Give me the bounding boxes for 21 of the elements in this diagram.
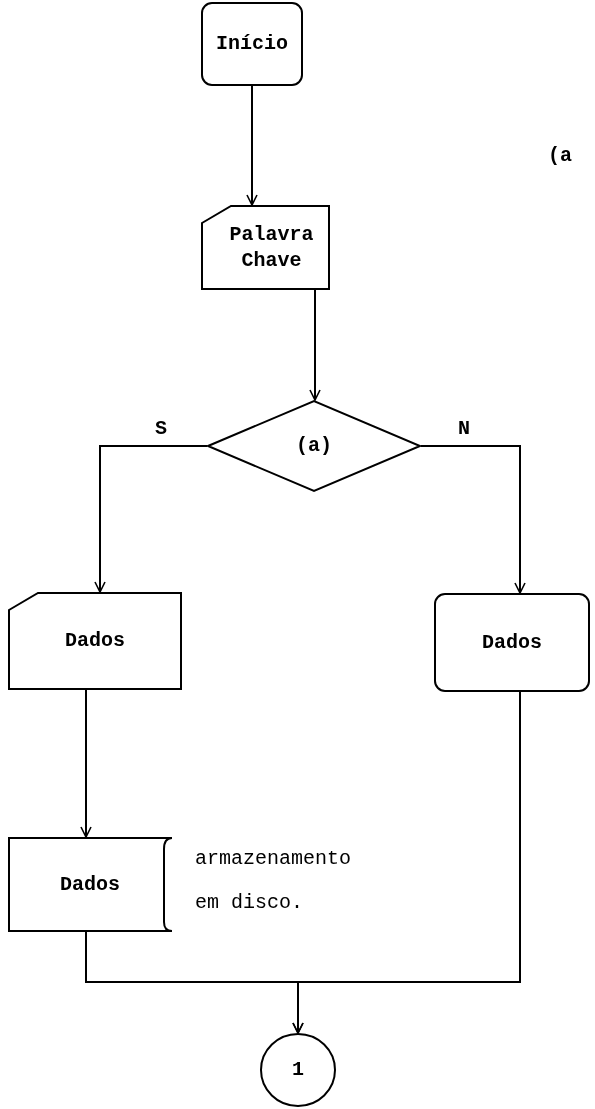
node-label: 1	[292, 1057, 304, 1083]
connector-circle	[260, 1033, 336, 1107]
arrow	[309, 289, 321, 401]
decision-diamond	[207, 400, 421, 492]
arrow	[246, 85, 258, 206]
annotation-text: armazenamento em disco.	[195, 846, 353, 916]
node-label: Início	[216, 31, 288, 57]
input-card	[201, 205, 330, 290]
arrow	[94, 445, 208, 593]
node-label: Dados	[482, 629, 542, 656]
node-label: Palavra Chave	[228, 221, 315, 274]
input-card	[8, 592, 182, 690]
node-label: Dados	[60, 871, 120, 898]
terminal-box	[434, 593, 590, 692]
arrow	[292, 691, 521, 1034]
arrow	[80, 689, 92, 838]
annotation-text: (a	[548, 145, 572, 167]
arrow	[420, 445, 526, 594]
node-label: Dados	[65, 628, 125, 654]
terminal-box	[201, 2, 303, 86]
node-label: (a)	[296, 433, 332, 459]
